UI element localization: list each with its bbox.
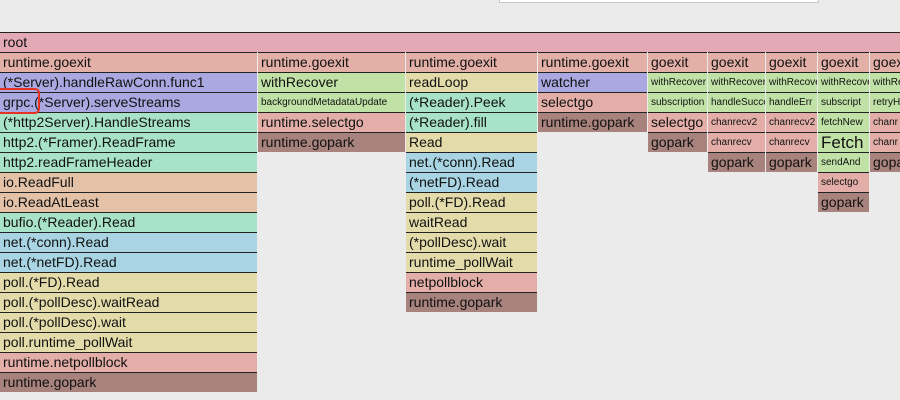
flame-frame[interactable]: grpc.(*Server).serveStreams <box>0 92 257 112</box>
flame-frame[interactable]: Read <box>406 132 537 152</box>
flame-frame[interactable]: runtime.goexit <box>538 52 647 72</box>
flame-frame[interactable]: withRecover <box>870 72 900 92</box>
flame-frame[interactable]: (*pollDesc).wait <box>406 232 537 252</box>
flame-frame[interactable]: handleSuccess <box>708 92 765 112</box>
flame-frame[interactable]: backgroundMetadataUpdate <box>258 92 405 112</box>
flame-frame[interactable]: chanr <box>870 112 900 132</box>
flame-frame[interactable]: chanr <box>870 132 900 152</box>
flame-frame[interactable]: withRecover <box>708 72 765 92</box>
flame-frame[interactable]: gopark <box>648 132 707 152</box>
flame-frame[interactable]: gopark <box>870 152 900 172</box>
flame-frame[interactable]: (*Server).handleRawConn.func1 <box>0 72 257 92</box>
flame-frame[interactable]: goexit <box>766 52 817 72</box>
flame-frame[interactable]: chanrecv <box>708 132 765 152</box>
flame-frame[interactable]: selectgo <box>818 172 869 192</box>
flame-frame[interactable]: goexit <box>870 52 900 72</box>
flame-frame[interactable]: withRecover <box>818 72 869 92</box>
flame-frame[interactable]: runtime.goexit <box>0 52 257 72</box>
flame-frame[interactable]: subscription <box>648 92 707 112</box>
flame-frame[interactable]: poll.runtime_pollWait <box>0 332 257 352</box>
flame-frame[interactable]: runtime.selectgo <box>258 112 405 132</box>
flame-frame[interactable]: runtime.gopark <box>0 372 257 392</box>
flame-frame[interactable]: goexit <box>648 52 707 72</box>
flame-frame[interactable]: goexit <box>818 52 869 72</box>
flame-frame[interactable]: gopark <box>766 152 817 172</box>
flame-frame[interactable]: net.(*netFD).Read <box>0 252 257 272</box>
flame-frame[interactable]: http2.(*Framer).ReadFrame <box>0 132 257 152</box>
flame-frame[interactable]: netpollblock <box>406 272 537 292</box>
flame-frame[interactable]: (*Reader).Peek <box>406 92 537 112</box>
flame-frame[interactable]: runtime.goexit <box>258 52 405 72</box>
flame-frame[interactable]: poll.(*FD).Read <box>0 272 257 292</box>
flame-frame[interactable]: runtime.goexit <box>406 52 537 72</box>
flame-frame[interactable]: withRecover <box>648 72 707 92</box>
flame-frame[interactable]: watcher <box>538 72 647 92</box>
flame-frame[interactable]: goexit <box>708 52 765 72</box>
flame-frame[interactable]: runtime_pollWait <box>406 252 537 272</box>
flame-frame[interactable]: chanrecv <box>766 132 817 152</box>
flame-frame[interactable]: net.(*conn).Read <box>0 232 257 252</box>
frame-root[interactable]: root <box>0 32 900 52</box>
flame-frame[interactable]: poll.(*pollDesc).wait <box>0 312 257 332</box>
flame-frame[interactable]: Fetch <box>818 132 869 152</box>
flame-frame[interactable]: chanrecv2 <box>708 112 765 132</box>
flame-frame[interactable]: io.ReadFull <box>0 172 257 192</box>
search-box[interactable] <box>499 0 819 3</box>
flame-frame[interactable]: gopark <box>708 152 765 172</box>
flame-frame[interactable]: http2.readFrameHeader <box>0 152 257 172</box>
flame-frame[interactable]: net.(*conn).Read <box>406 152 537 172</box>
flame-frame[interactable]: runtime.gopark <box>538 112 647 132</box>
flame-frame[interactable]: runtime.gopark <box>406 292 537 312</box>
flame-frame[interactable]: (*http2Server).HandleStreams <box>0 112 257 132</box>
flame-frame[interactable]: readLoop <box>406 72 537 92</box>
flame-frame[interactable]: bufio.(*Reader).Read <box>0 212 257 232</box>
flame-frame[interactable]: gopark <box>818 192 869 212</box>
flame-frame[interactable]: runtime.netpollblock <box>0 352 257 372</box>
flame-frame[interactable]: poll.(*pollDesc).waitRead <box>0 292 257 312</box>
flame-frame[interactable]: selectgo <box>538 92 647 112</box>
flame-frame[interactable]: chanrecv2 <box>766 112 817 132</box>
flame-frame[interactable]: waitRead <box>406 212 537 232</box>
flame-frame[interactable]: retryH <box>870 92 900 112</box>
flame-graph: root runtime.goexit(*Server).handleRawCo… <box>0 32 900 400</box>
flame-frame[interactable]: withRecover <box>766 72 817 92</box>
flame-frame[interactable]: runtime.gopark <box>258 132 405 152</box>
flame-frame[interactable]: selectgo <box>648 112 707 132</box>
flame-frame[interactable]: (*Reader).fill <box>406 112 537 132</box>
flame-frame[interactable]: handleErr <box>766 92 817 112</box>
flame-frame[interactable]: subscript <box>818 92 869 112</box>
flame-frame[interactable]: sendAnd <box>818 152 869 172</box>
flame-frame[interactable]: io.ReadAtLeast <box>0 192 257 212</box>
flame-frame[interactable]: poll.(*FD).Read <box>406 192 537 212</box>
flame-frame[interactable]: (*netFD).Read <box>406 172 537 192</box>
flame-frame[interactable]: withRecover <box>258 72 405 92</box>
flame-frame[interactable]: fetchNew <box>818 112 869 132</box>
